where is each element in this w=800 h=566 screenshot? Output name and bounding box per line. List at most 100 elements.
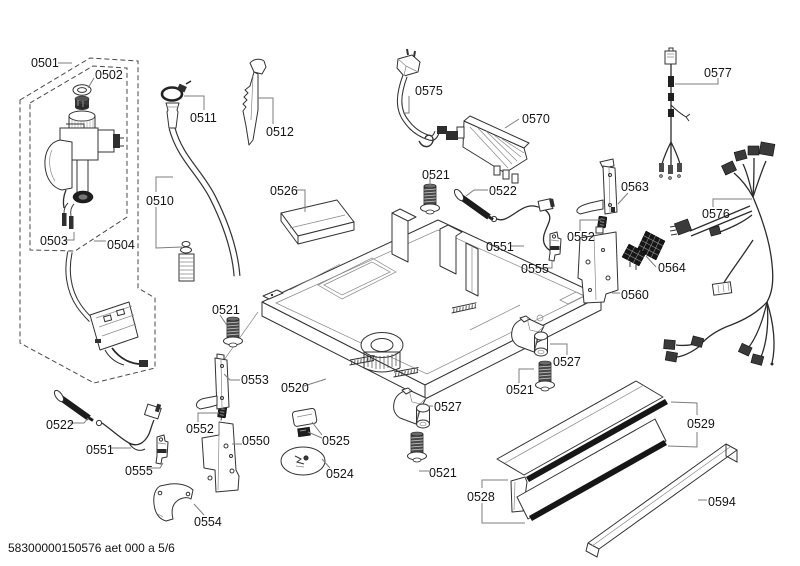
- part-latch-0555-right: [548, 231, 562, 262]
- callout-0555-right: 0555: [521, 262, 549, 276]
- callout-0560: 0560: [621, 288, 649, 302]
- leader-0510: [155, 176, 183, 249]
- callout-0575: 0575: [415, 84, 443, 98]
- part-control-module-0570: [456, 115, 530, 184]
- part-base-panel-0528: [496, 380, 668, 521]
- part-pin-0522-left: [53, 389, 93, 421]
- part-aquastop-hose-and-flange: [65, 251, 148, 367]
- document-footer: 58300000150576 aet 000 a 5/6: [8, 541, 175, 555]
- leader-0577: [675, 78, 719, 85]
- callout-0501: 0501: [31, 56, 59, 70]
- leader-0575: [403, 96, 410, 114]
- part-base-assembly-0520: [223, 208, 602, 400]
- leader-0529: [667, 401, 698, 448]
- callout-0525: 0525: [322, 434, 350, 448]
- part-pin-0522-right: [453, 188, 493, 220]
- callout-0520: 0520: [281, 381, 309, 395]
- callout-0555-left: 0555: [125, 464, 153, 478]
- leader-0555-left: [148, 462, 164, 469]
- part-screw-0521-left: [223, 316, 243, 348]
- dashed-boundary-outer: [19, 57, 156, 384]
- leader-0522-right: [465, 189, 488, 197]
- callout-0552-left: 0552: [186, 422, 214, 436]
- leader-0521-left: [219, 314, 229, 328]
- part-bracket-0553: [196, 353, 230, 410]
- leader-0512: [258, 97, 274, 124]
- part-screw-0521-right: [535, 360, 555, 392]
- callout-0550: 0550: [242, 434, 270, 448]
- part-terminal-grid-0564: [621, 230, 666, 270]
- callout-0521-left: 0521: [212, 303, 240, 317]
- callout-0512: 0512: [266, 125, 294, 139]
- leader-0553: [223, 373, 240, 381]
- callout-0570: 0570: [522, 112, 550, 126]
- part-fixing-set-0525: [291, 407, 318, 438]
- leader-0503: [64, 232, 75, 241]
- part-wiring-harness-0576: [663, 141, 776, 366]
- callout-0522-right: 0522: [489, 184, 517, 198]
- part-bracket-0560: [577, 226, 619, 304]
- seal-strip-upper: [526, 399, 668, 482]
- callout-0526: 0526: [270, 184, 298, 198]
- leader-0528: [481, 479, 525, 524]
- part-cover-panel-0526: [280, 199, 355, 245]
- callout-0521-top: 0521: [422, 168, 450, 182]
- callout-0503: 0503: [40, 234, 68, 248]
- callout-0594: 0594: [708, 495, 736, 509]
- callout-0552-right: 0552: [567, 230, 595, 244]
- leader-lines: [58, 62, 752, 524]
- callout-0551-right: 0551: [486, 240, 514, 254]
- callout-0504: 0504: [107, 238, 135, 252]
- callout-0502: 0502: [95, 68, 123, 82]
- callout-0510: 0510: [146, 194, 174, 208]
- leader-0525: [307, 421, 323, 439]
- callout-0554: 0554: [194, 515, 222, 529]
- callout-0524: 0524: [326, 467, 354, 481]
- part-power-cord-0575: [396, 48, 458, 148]
- part-curved-bracket-0554: [153, 483, 194, 522]
- callout-0563: 0563: [621, 180, 649, 194]
- part-cable-0551-right: [490, 198, 555, 253]
- part-screw-0521-top: [420, 183, 440, 215]
- callout-0527-right: 0527: [553, 355, 581, 369]
- callout-0576: 0576: [702, 207, 730, 221]
- part-latch-0555-left: [155, 434, 169, 465]
- part-screw-0521-bottom: [407, 431, 427, 463]
- leader-0524: [321, 458, 331, 469]
- leader-0555-right: [544, 260, 553, 269]
- part-cable-0551-left: [95, 403, 162, 451]
- leader-0502: [87, 77, 95, 89]
- callout-labels: 0501 0502 0511 0512 0510 0503 0504 0526 …: [31, 56, 736, 529]
- leader-0552-right: [579, 219, 601, 231]
- part-hose-clamp-0511: [160, 80, 192, 102]
- part-bracket-0563: [576, 158, 618, 215]
- callout-0521-bottom: 0521: [429, 466, 457, 480]
- leader-0522-left: [70, 417, 89, 424]
- dashed-boundary-inner: [29, 65, 128, 252]
- part-aquastop-assembly-0501: [44, 84, 124, 229]
- part-trim-strip-0594: [585, 443, 738, 558]
- callout-0522-left: 0522: [46, 418, 74, 432]
- callout-0521-right: 0521: [506, 383, 534, 397]
- leader-0552-left: [197, 412, 219, 422]
- leader-0527-right: [550, 343, 568, 355]
- callout-0511: 0511: [190, 111, 217, 125]
- callout-0528: 0528: [467, 490, 495, 504]
- part-disc-0524: [280, 446, 326, 476]
- leader-0564: [645, 255, 657, 268]
- leader-0554: [193, 503, 205, 516]
- part-stake-bracket-0512: [242, 58, 267, 146]
- callout-0564: 0564: [658, 261, 686, 275]
- callout-0553: 0553: [241, 373, 269, 387]
- part-bracket-0550: [201, 421, 240, 493]
- leader-0526: [295, 189, 306, 212]
- leader-0570: [504, 118, 520, 129]
- callout-0577: 0577: [704, 66, 732, 80]
- part-sensor-lead-0577: [659, 47, 691, 180]
- leader-0511: [184, 95, 205, 110]
- callout-0529: 0529: [687, 417, 715, 431]
- seal-strip-lower: [529, 440, 667, 521]
- leader-0521-right: [518, 368, 534, 383]
